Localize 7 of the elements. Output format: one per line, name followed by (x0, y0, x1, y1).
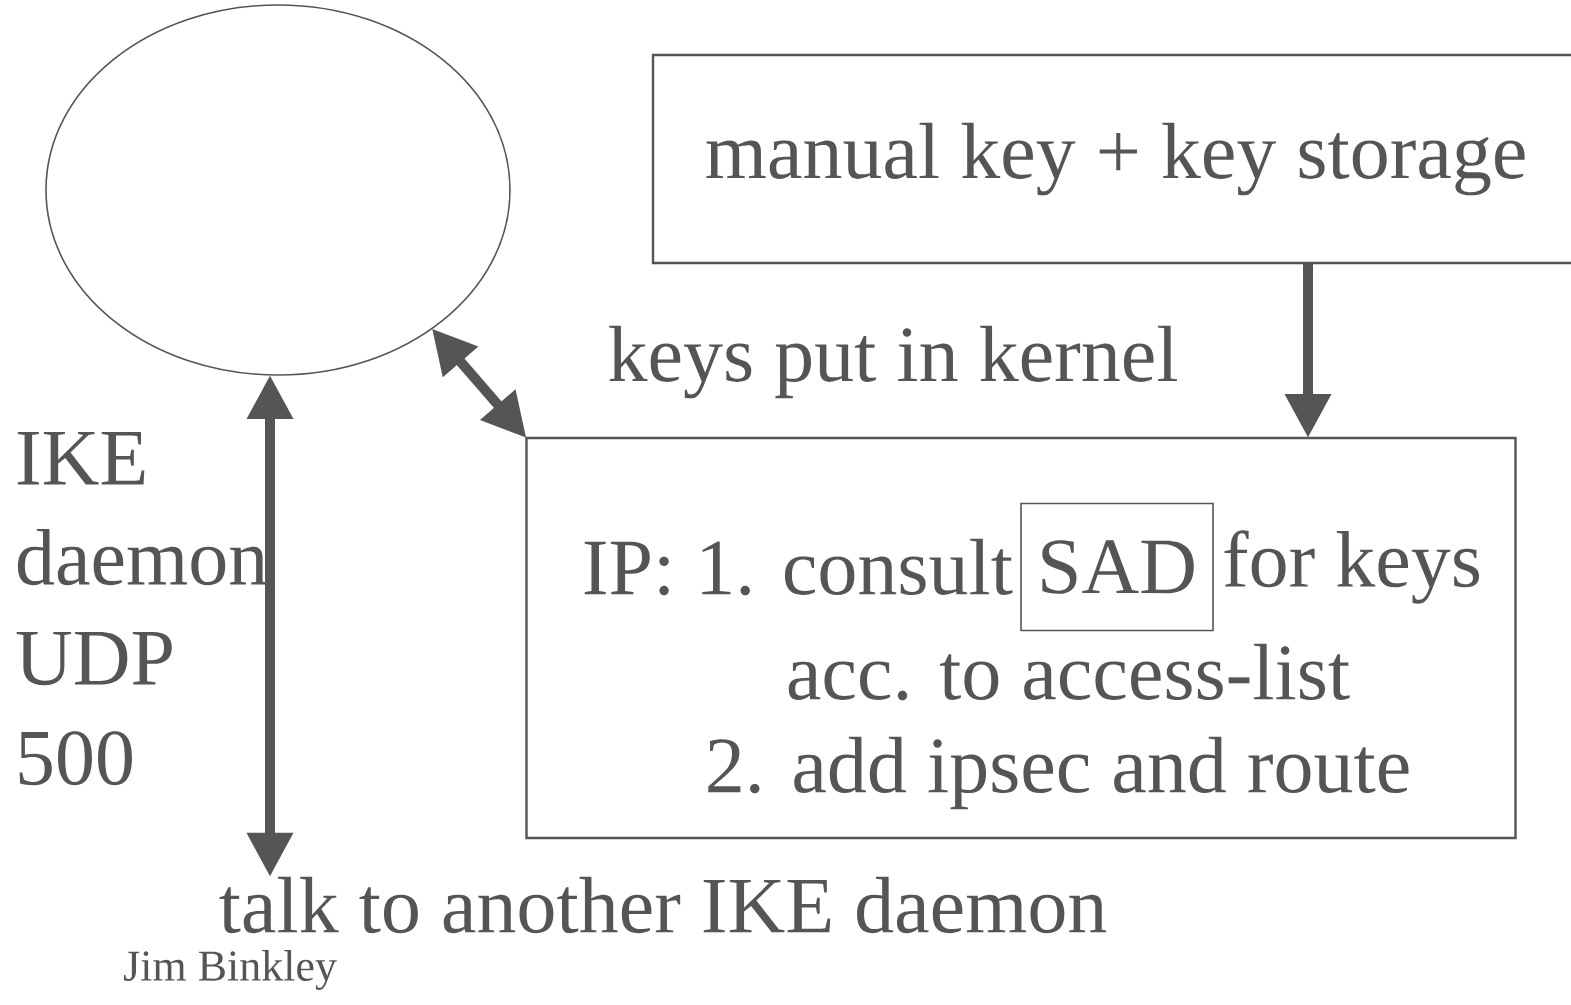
text-label: IKE daemon UDP 500 (16, 432, 268, 786)
text-label: talk to another IKE daemon (219, 876, 1107, 934)
author-name: Jim Binkley (123, 950, 337, 990)
ellipse-shape (45, 4, 511, 376)
table-box: SAD (1020, 502, 1214, 632)
text-label: keys put in kernel (609, 325, 1177, 399)
storage-box: manual key + key storage (651, 53, 1571, 265)
